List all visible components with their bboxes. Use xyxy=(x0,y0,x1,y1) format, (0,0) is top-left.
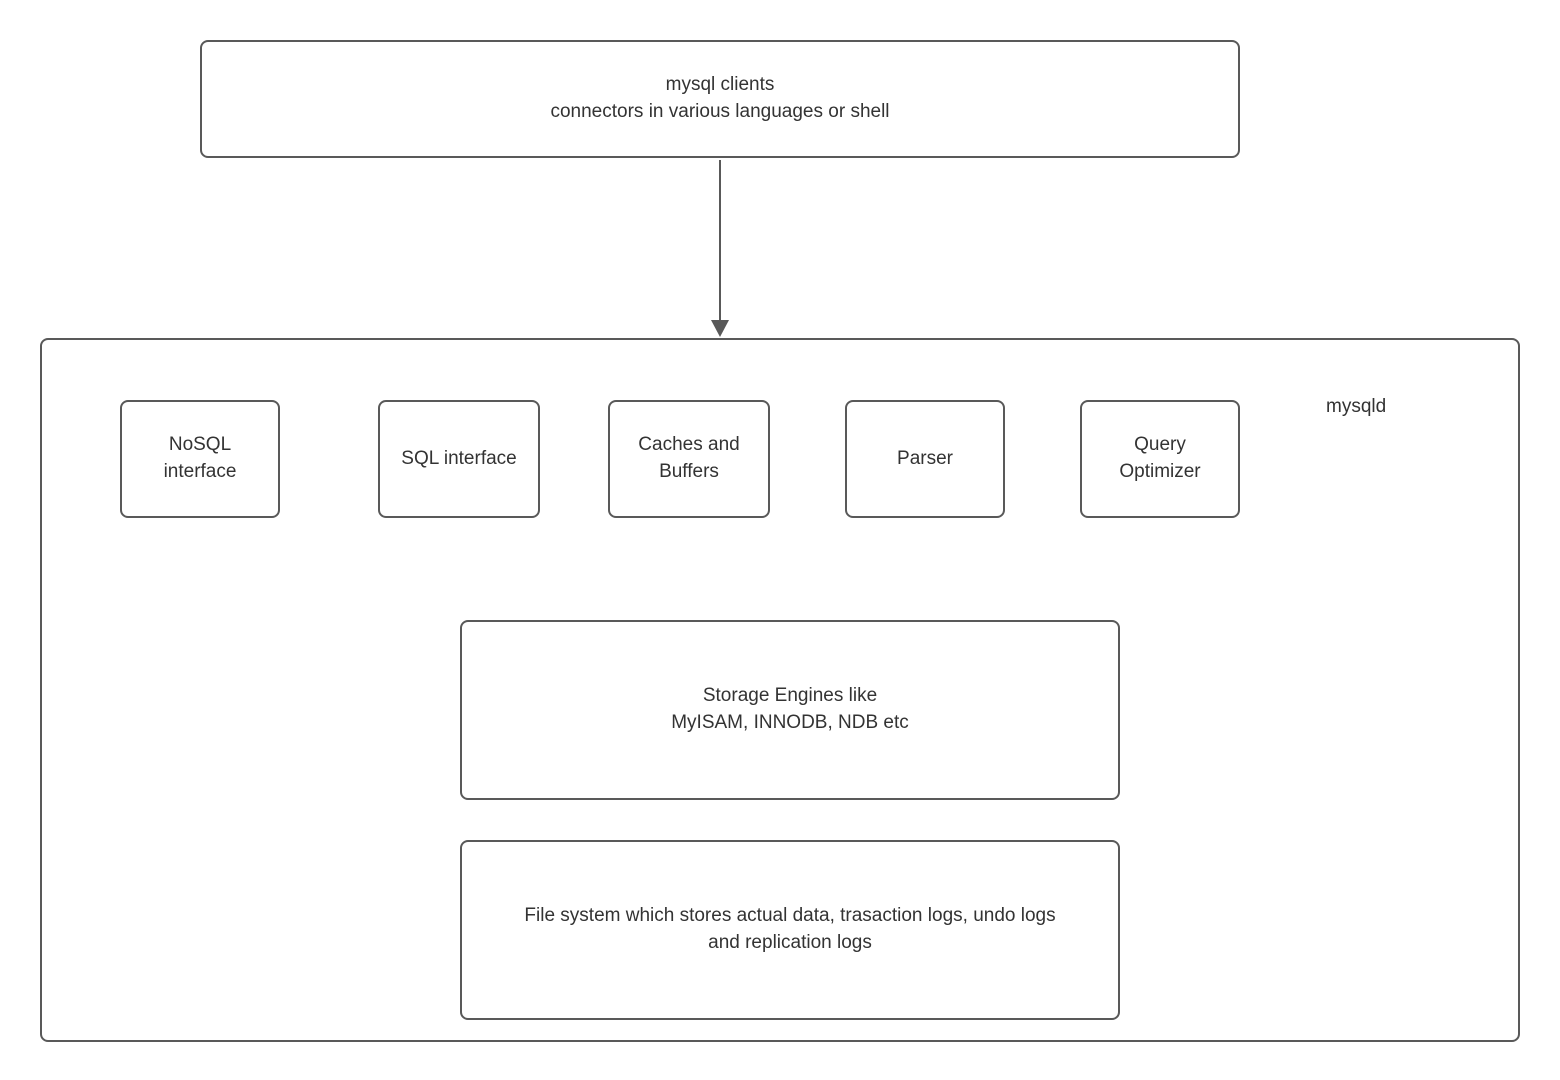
query-optimizer-box: Query Optimizer xyxy=(1080,400,1240,518)
mysql-clients-label: mysql clients connectors in various lang… xyxy=(550,74,890,122)
client-to-server-arrow-line xyxy=(719,160,721,322)
storage-engines-label: Storage Engines like MyISAM, INNODB, NDB… xyxy=(671,685,909,733)
sql-interface-box: SQL interface xyxy=(378,400,540,518)
parser-box: Parser xyxy=(845,400,1005,518)
file-system-label: File system which stores actual data, tr… xyxy=(524,905,1056,953)
nosql-interface-box: NoSQL interface xyxy=(120,400,280,518)
parser-label: Parser xyxy=(897,447,953,469)
file-system-box: File system which stores actual data, tr… xyxy=(460,840,1120,1020)
storage-engines-box: Storage Engines like MyISAM, INNODB, NDB… xyxy=(460,620,1120,800)
mysqld-label: mysqld xyxy=(1326,396,1387,417)
query-optimizer-label: Query Optimizer xyxy=(1119,434,1201,482)
mysql-clients-box: mysql clients connectors in various lang… xyxy=(200,40,1240,158)
sql-interface-label: SQL interface xyxy=(401,447,517,469)
nosql-interface-label: NoSQL interface xyxy=(163,434,237,482)
caches-and-buffers-label: Caches and Buffers xyxy=(638,434,740,482)
client-to-server-arrow-head xyxy=(711,320,729,337)
caches-and-buffers-box: Caches and Buffers xyxy=(608,400,770,518)
